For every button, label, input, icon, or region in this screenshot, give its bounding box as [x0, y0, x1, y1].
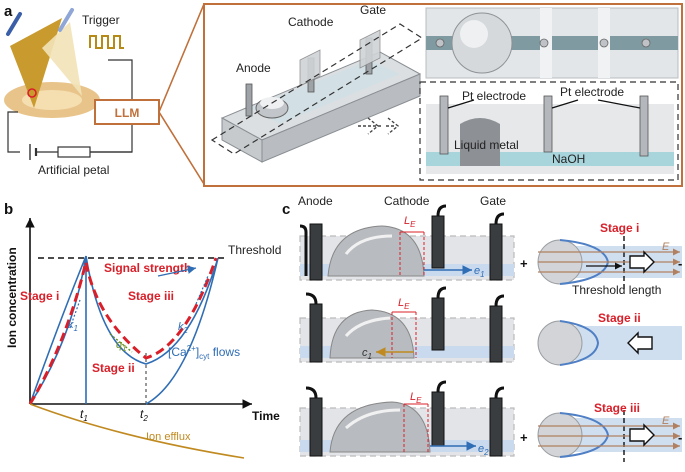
pt-electrode-label-left: Pt electrode — [462, 89, 526, 103]
t1-label: t1 — [80, 407, 88, 423]
device-top-view — [425, 7, 679, 79]
liquid-metal-blob — [460, 118, 500, 166]
threshold-length-label: Threshold length — [572, 283, 661, 297]
gate-electrode-3 — [489, 397, 503, 457]
stage-ii-label-c: Stage ii — [598, 311, 641, 325]
e1-label: e1 — [474, 265, 485, 279]
threshold-label: Threshold — [228, 243, 281, 257]
pt-electrode-right-pin — [543, 95, 553, 153]
le-label-2: LE — [398, 297, 410, 311]
flower-illustration — [4, 8, 100, 118]
anode-label-3d: Anode — [236, 61, 271, 75]
cross-section-frame — [419, 81, 679, 181]
stage-i-label-b: Stage i — [20, 289, 59, 303]
stage-i-device — [299, 204, 515, 281]
forward-arrow-icon — [629, 250, 655, 274]
e-field-label-3: E — [662, 415, 670, 427]
stage-i-schematic — [537, 236, 682, 290]
x-axis-label: Time — [252, 409, 280, 423]
stage-iii-schematic — [537, 410, 682, 462]
stage-ii-label-b: Stage ii — [92, 361, 135, 375]
zoom-lines — [158, 3, 205, 185]
pt-electrode-left-pin — [439, 95, 449, 155]
stimulus-dot — [27, 88, 37, 98]
panel-a: a Trigger Artificial petal LLM — [4, 3, 683, 187]
device-3d — [220, 29, 422, 163]
trigger-label: Trigger — [82, 13, 120, 27]
e-field-label-1: E — [662, 241, 670, 253]
minus-sign-3: - — [678, 430, 682, 445]
t2-label: t2 — [140, 407, 148, 423]
stage-iii-label-c: Stage iii — [594, 401, 640, 415]
anode-label-c: Anode — [298, 194, 333, 208]
gate-label-3d: Gate — [360, 3, 386, 17]
ion-efflux-label: Ion efflux — [146, 431, 191, 443]
q1-label: q1 — [116, 339, 127, 353]
stage-ii-device — [299, 286, 515, 363]
pt-electrode-label-right: Pt electrode — [560, 85, 624, 99]
le-label-1: LE — [404, 215, 416, 229]
panel-c-label: c — [282, 201, 290, 218]
y-axis-label: Ion concentration — [5, 247, 19, 348]
e2-label: e2 — [478, 443, 489, 457]
pulse-waveform-icon — [89, 35, 124, 49]
signal-strength-label: Signal strength — [104, 261, 191, 275]
resistor-icon — [57, 146, 91, 158]
panel-c: c Anode Cathode Gate LE e1 — [282, 194, 682, 462]
cathode-electrode-3 — [431, 391, 445, 447]
anode-electrode-3 — [309, 397, 323, 457]
trigger-probe-left — [6, 12, 22, 36]
k2-label: k2 — [178, 321, 189, 335]
plus-sign-1: + — [520, 256, 528, 271]
ion-efflux-curve — [29, 403, 245, 459]
stamen-cone — [10, 18, 62, 108]
gate-electrode-2 — [489, 305, 503, 363]
panel-a-label: a — [4, 3, 13, 20]
gate-electrode-pin — [639, 95, 649, 157]
gate-label-c: Gate — [480, 194, 506, 208]
stage-iii-label-b: Stage iii — [128, 289, 174, 303]
liquid-metal-label: Liquid metal — [454, 138, 519, 152]
artificial-petal-label: Artificial petal — [38, 163, 109, 177]
cathode-electrode-1 — [431, 215, 445, 269]
plus-sign-3: + — [520, 430, 528, 445]
signal-strength-curve — [28, 257, 218, 405]
panel-b-label: b — [4, 201, 13, 218]
backward-arrow-icon — [627, 331, 653, 355]
droplet-stage-i — [327, 225, 425, 277]
cathode-label-c: Cathode — [384, 194, 430, 208]
panel-b: b Ion concentration Time Threshold Ion e… — [4, 201, 281, 459]
section-arrow-icon — [358, 117, 400, 135]
anode-pin — [245, 83, 253, 117]
minus-sign-1: - — [678, 256, 682, 271]
le-label-3: LE — [410, 391, 422, 405]
stage-iii-device — [299, 380, 515, 457]
llm-label: LLM — [115, 106, 140, 120]
naoh-label: NaOH — [552, 152, 585, 166]
light-cone — [42, 22, 82, 96]
trigger-probe-right — [58, 8, 74, 32]
ca-flow-curve-stage2-3 — [85, 255, 219, 405]
forward-arrow-icon-2 — [629, 423, 655, 447]
stage-i-label-c: Stage i — [600, 221, 639, 235]
gate-electrode-1 — [489, 223, 503, 281]
droplet-stage-ii — [329, 309, 415, 359]
c1-label: c1 — [362, 347, 372, 361]
anode-electrode-1 — [309, 223, 323, 281]
ca-flows-label: [Ca2+]cyt flows — [168, 344, 240, 361]
cathode-electrode-2 — [431, 297, 445, 351]
cross-section — [426, 95, 674, 174]
stage-ii-schematic — [537, 320, 682, 366]
cathode-label-3d: Cathode — [288, 15, 334, 29]
droplet-stage-iii — [329, 401, 431, 453]
k1-label: k1 — [68, 319, 78, 333]
anode-electrode-2 — [309, 303, 323, 363]
